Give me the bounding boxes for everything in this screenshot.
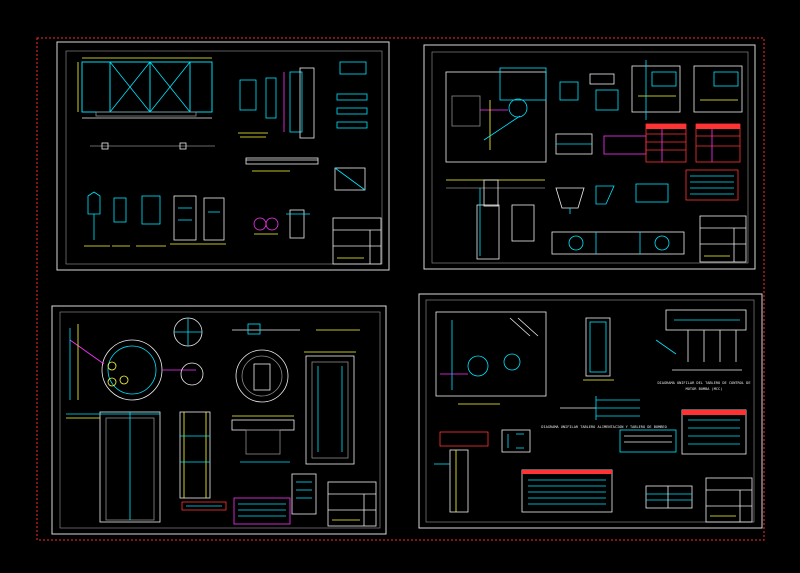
- slab-detail: [231, 415, 295, 463]
- feeder-schematic: [560, 396, 640, 420]
- sheet-4-inner-border: [425, 299, 755, 523]
- manhole-cover: [173, 317, 204, 386]
- spec-blocks: [619, 409, 747, 455]
- tank-plan-circle: [235, 349, 289, 403]
- sheet-3-inner-border: [59, 311, 381, 529]
- layout-boundary: [36, 37, 765, 541]
- cistern-section: [304, 351, 356, 465]
- tank-section-2: [693, 65, 743, 113]
- pipe-section: [446, 179, 545, 260]
- sheet-1-inner-border: [65, 50, 383, 265]
- single-line-diagram: [655, 309, 747, 371]
- well-section-2: [179, 411, 211, 499]
- sheet-2-title-block: [699, 215, 747, 263]
- panel-elevation: [583, 317, 614, 381]
- sheet-1: [56, 41, 390, 271]
- red-tables: [645, 123, 741, 163]
- sheet-3-notes: [181, 473, 317, 525]
- electrical-plan: [435, 311, 547, 405]
- gate-dimension-lines: [77, 57, 212, 112]
- pump-house-plan: [445, 67, 547, 163]
- sheet-4-border: [418, 293, 763, 529]
- sheet-4-title-block: [705, 477, 753, 523]
- sheet-2-border: [423, 44, 756, 270]
- sheet-3-border: [51, 305, 387, 535]
- load-table: [645, 485, 693, 509]
- sheet-2: [423, 44, 756, 270]
- hinge-detail: [253, 209, 310, 239]
- sheet-1-border: [56, 41, 390, 271]
- legend-boxes: [635, 169, 739, 203]
- single-line-caption-1: DIAGRAMA UNIFILAR DEL TABLERO DE CONTROL…: [657, 381, 750, 385]
- column-details: [239, 61, 368, 139]
- tank-elevation: [551, 231, 685, 255]
- footing-details: [87, 191, 225, 241]
- sheet-1-title-block: [332, 217, 382, 265]
- sheet-3-title-block: [327, 481, 377, 527]
- sheet-4: DIAGRAMA UNIFILAR DEL TABLERO DE CONTROL…: [418, 293, 763, 529]
- well-plan: [69, 324, 196, 401]
- single-line-caption-2: MOTOR BOMBA (MCC): [686, 387, 723, 391]
- sheet-2-inner-border: [431, 51, 749, 264]
- tank-section-1: [631, 60, 681, 120]
- well-section-1: [66, 411, 161, 523]
- meter-box-detail: [434, 429, 531, 513]
- sheet-4-diagram-title: DIAGRAMA UNIFILAR TABLERO ALIMENTACION Y…: [541, 425, 667, 429]
- tank-top-section: [232, 323, 360, 335]
- sheet-3: [51, 305, 387, 535]
- detail-labels-row: [238, 132, 290, 172]
- footing-dimensions: [84, 243, 226, 247]
- gate-base: [90, 111, 215, 150]
- general-notes-block: [521, 469, 613, 513]
- beam-elevation: [245, 157, 366, 191]
- hopper-detail: [555, 185, 615, 214]
